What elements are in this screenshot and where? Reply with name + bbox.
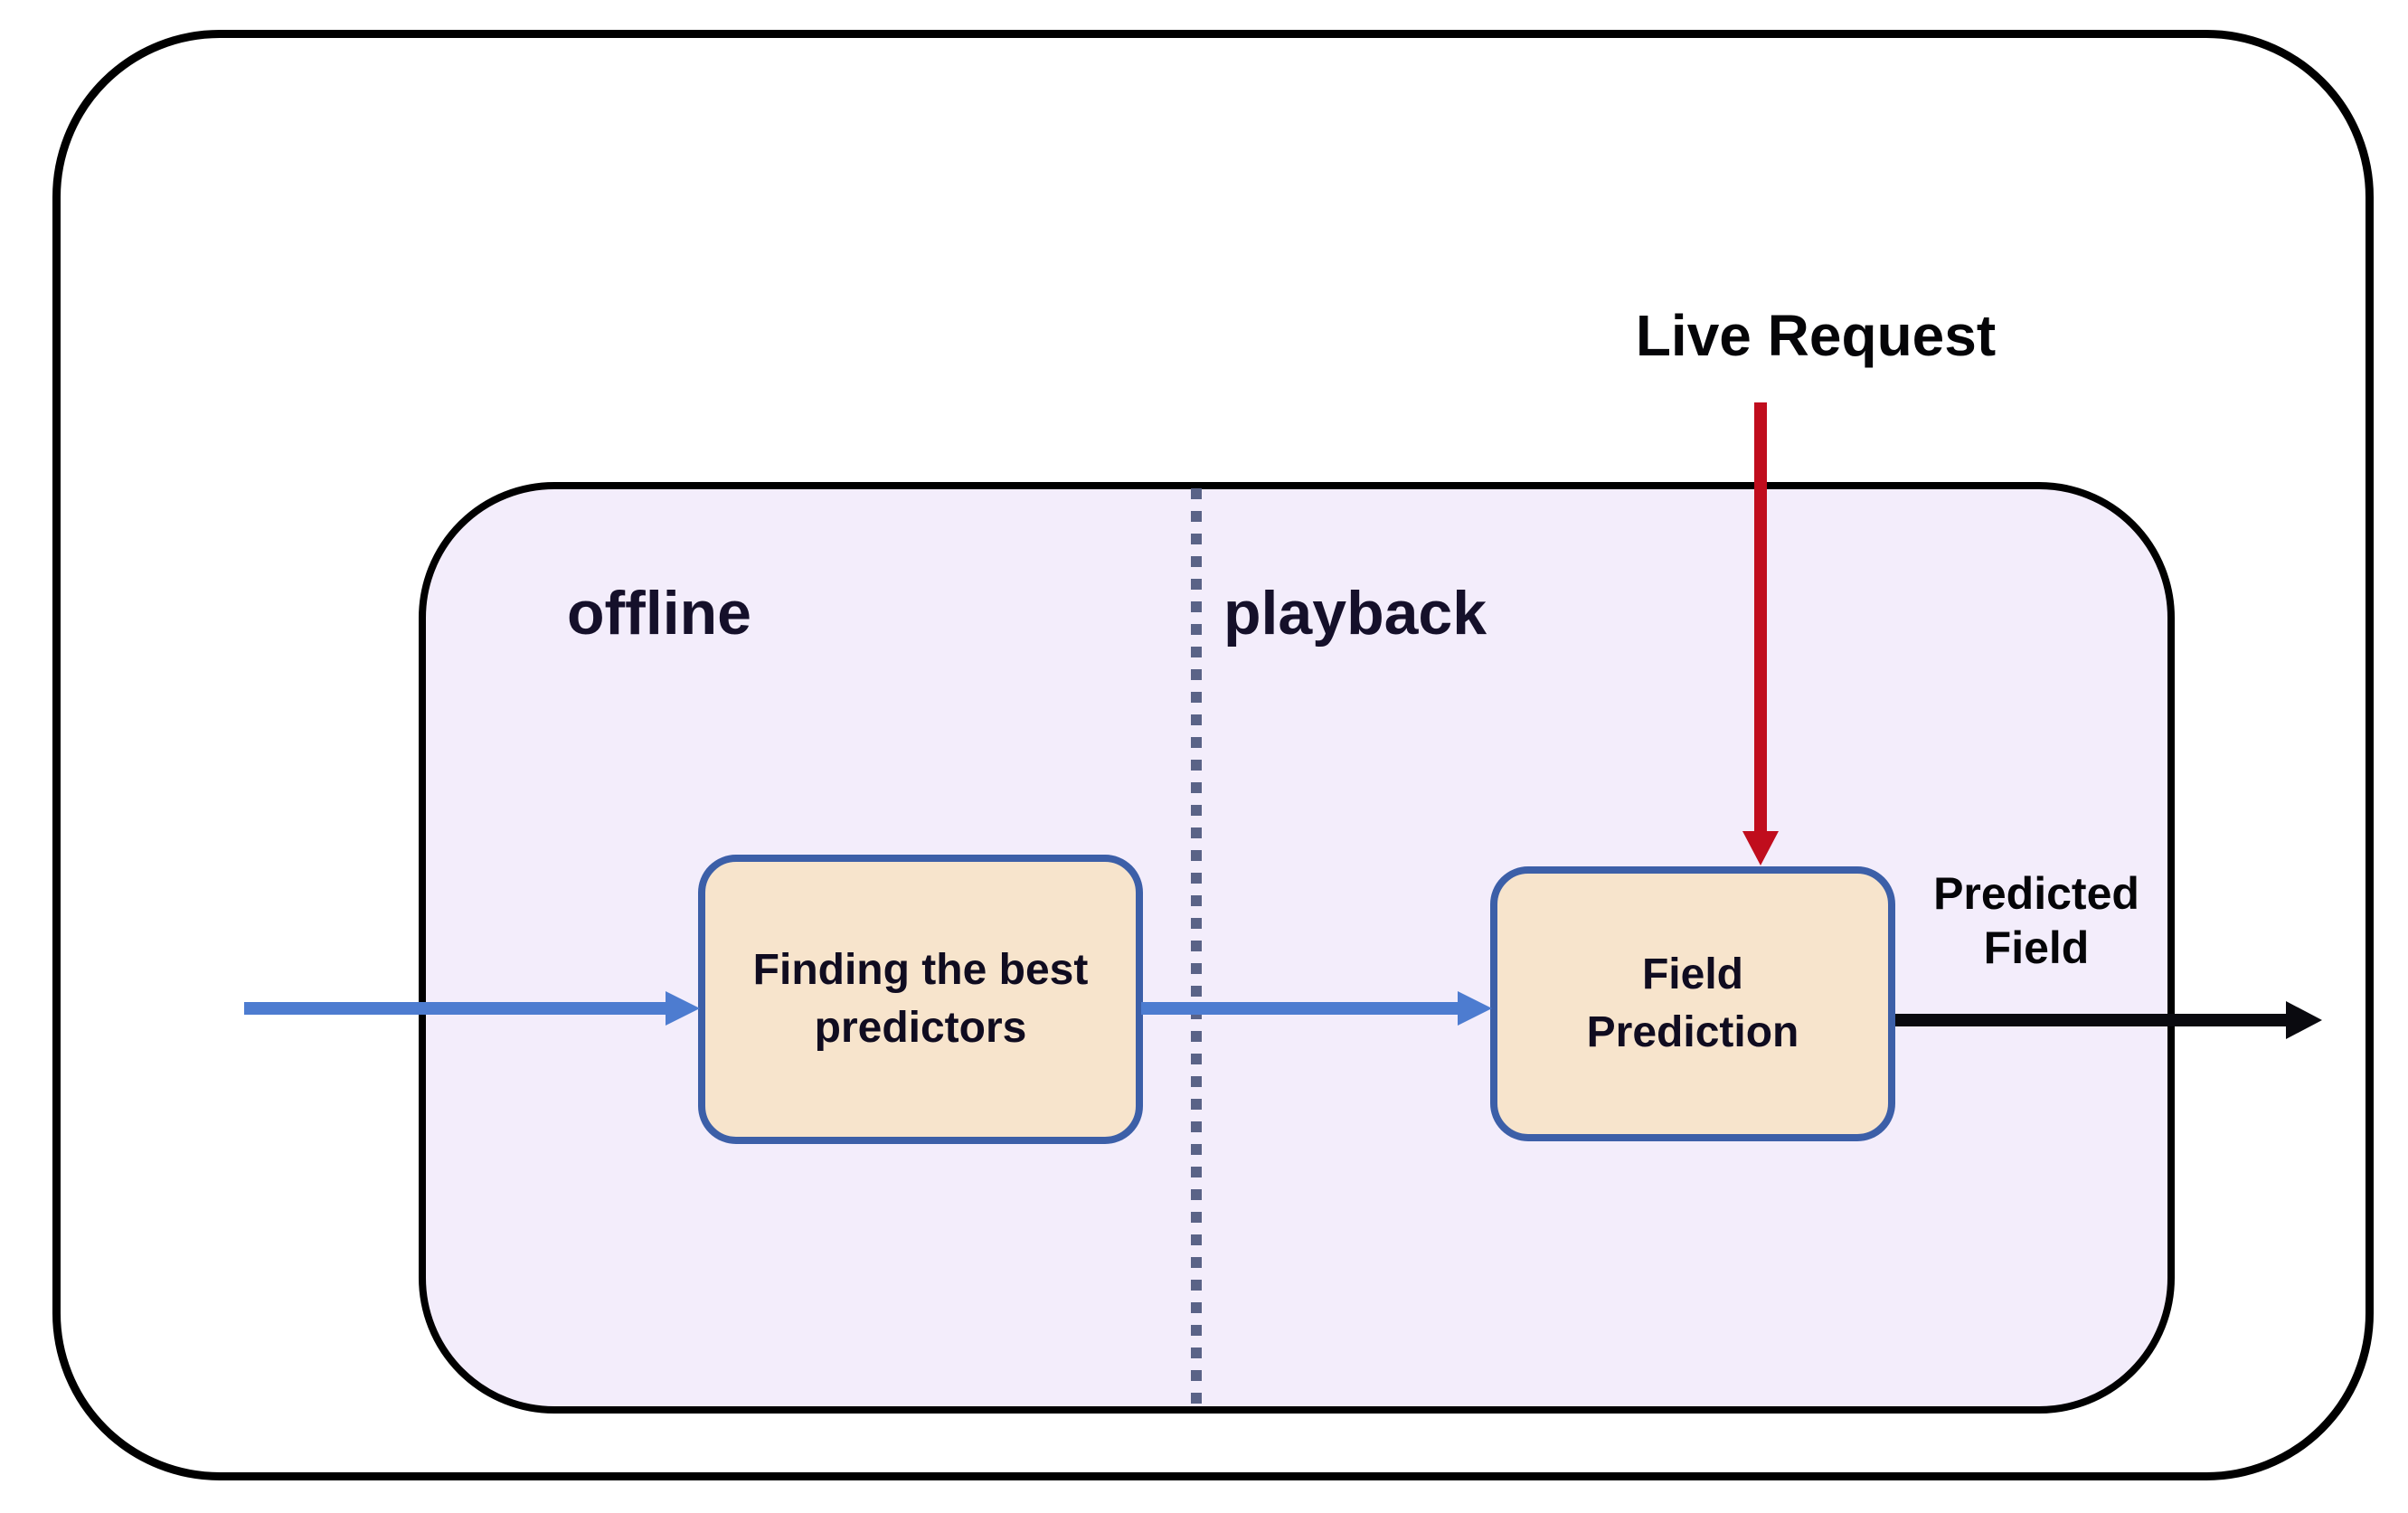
- node-field-prediction-label: Field Prediction: [1586, 950, 1799, 1056]
- predicted-field-label: Predicted Field: [1933, 868, 2139, 973]
- node-finding-best-predictors-label: Finding the best predictors: [752, 946, 1089, 1052]
- input-arrow: [244, 1002, 667, 1015]
- input-arrow-head-icon: [666, 991, 700, 1026]
- offline-to-playback-arrow-head-icon: [1458, 991, 1492, 1026]
- offline-section-label: offline: [567, 579, 751, 648]
- offline-to-playback-arrow: [1141, 1002, 1459, 1015]
- live-request-arrow: [1754, 402, 1767, 835]
- predicted-field-arrow-head-icon: [2286, 1001, 2322, 1039]
- live-request-arrow-head-icon: [1742, 831, 1779, 865]
- playback-section-label: playback: [1223, 579, 1487, 648]
- node-finding-best-predictors: Finding the best predictors: [698, 855, 1143, 1144]
- predicted-field-arrow: [1895, 1014, 2288, 1026]
- live-request-label: Live Request: [1635, 303, 1997, 368]
- offline-playback-divider-dotted-line: [1191, 488, 1202, 1407]
- node-field-prediction: Field Prediction: [1490, 866, 1895, 1141]
